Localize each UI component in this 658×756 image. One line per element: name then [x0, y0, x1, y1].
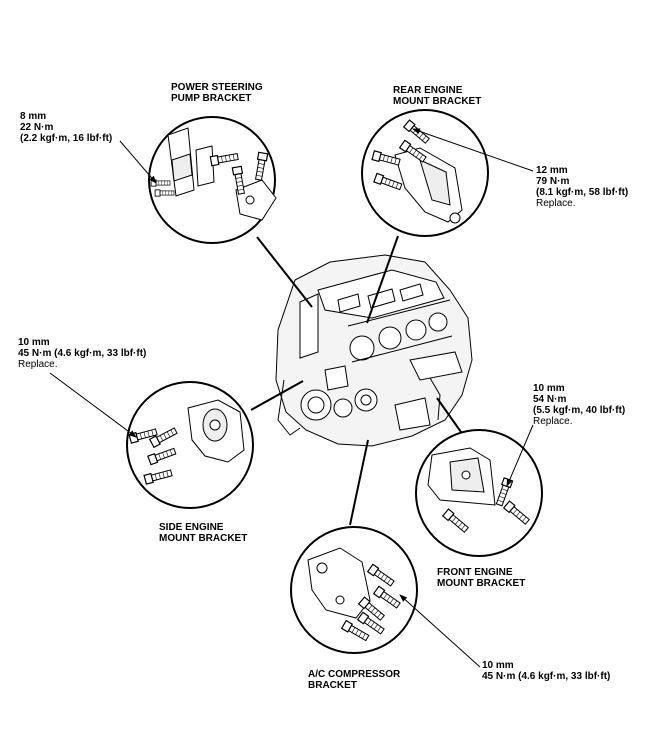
ac-compressor-spec: 10 mm 45 N·m (4.6 kgf·m, 33 lbf·ft) [482, 660, 611, 682]
ac-compressor-title: A/C COMPRESSOR BRACKET [308, 669, 401, 691]
side-engine-mount-spec: 10 mm 45 N·m (4.6 kgf·m, 33 lbf·ft) Repl… [18, 337, 147, 370]
power-steering-spec: 8 mm 22 N·m (2.2 kgf·m, 16 lbf·ft) [20, 111, 113, 144]
ac-compressor-bracket-detail [290, 526, 418, 654]
front-engine-mount-bracket-detail [415, 429, 543, 557]
rear-engine-mount-spec: 12 mm 79 N·m (8.1 kgf·m, 58 lbf·ft) Repl… [536, 165, 629, 209]
front-engine-mount-title: FRONT ENGINE MOUNT BRACKET [437, 567, 526, 589]
side-engine-mount-title: SIDE ENGINE MOUNT BRACKET [159, 522, 248, 544]
connector-lines [250, 235, 462, 526]
engine-block [275, 254, 473, 447]
front-engine-mount-spec: 10 mm 54 N·m (5.5 kgf·m, 40 lbf·ft) Repl… [533, 383, 626, 427]
rear-engine-mount-title: REAR ENGINE MOUNT BRACKET [393, 85, 482, 107]
power-steering-title: POWER STEERING PUMP BRACKET [171, 82, 263, 104]
rear-engine-mount-bracket-detail [361, 109, 489, 237]
power-steering-bracket-detail [148, 116, 277, 244]
spec-arrows [49, 128, 534, 668]
side-engine-mount-bracket-detail [126, 381, 254, 509]
